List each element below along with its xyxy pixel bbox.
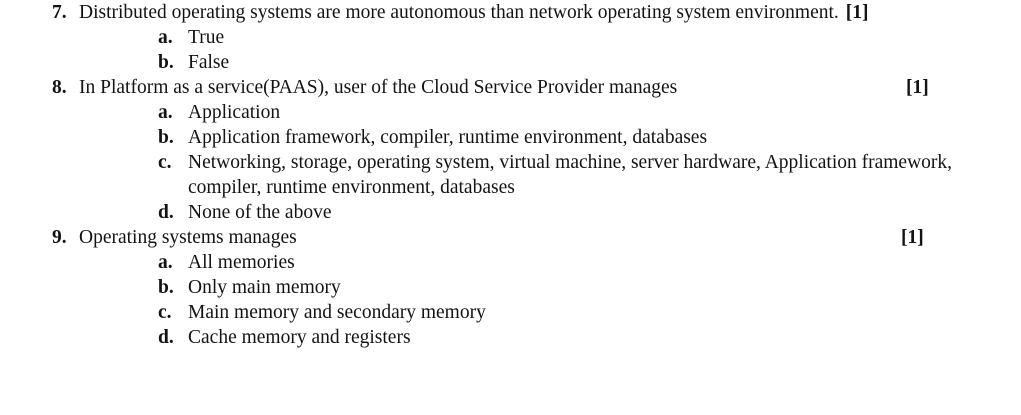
question-line-9: 9. Operating systems manages [1]: [0, 225, 1021, 250]
question-line-8: 8. In Platform as a service(PAAS), user …: [0, 75, 1021, 100]
option-letter: c.: [158, 152, 172, 173]
option-letter: b.: [158, 52, 174, 73]
option-text: All memories: [188, 252, 295, 273]
question-number-9: 9.: [52, 227, 67, 248]
question-block-8: 8. In Platform as a service(PAAS), user …: [0, 75, 1021, 225]
option-letter: a.: [158, 102, 173, 123]
option-text: Networking, storage, operating system, v…: [188, 152, 953, 198]
option-letter: b.: [158, 127, 174, 148]
question-statement-7: Distributed operating systems are more a…: [79, 2, 839, 23]
option-text: None of the above: [188, 202, 332, 223]
option-item[interactable]: a. Application: [0, 100, 1021, 125]
option-item[interactable]: c. Networking, storage, operating system…: [0, 150, 1021, 200]
option-letter: d.: [158, 327, 174, 348]
question-text-7: Distributed operating systems are more a…: [78, 0, 869, 25]
option-letter: b.: [158, 277, 174, 298]
question-number-7: 7.: [52, 2, 67, 23]
option-item[interactable]: d. None of the above: [0, 200, 1021, 225]
option-text: Application: [188, 102, 281, 123]
option-item[interactable]: d. Cache memory and registers: [0, 325, 1021, 350]
option-list-8: a. Application b. Application framework,…: [0, 100, 1021, 225]
option-list-7: a. True b. False: [0, 25, 1021, 75]
question-block-9: 9. Operating systems manages [1] a. All …: [0, 225, 1021, 350]
question-marks-7: [1]: [845, 2, 869, 23]
option-letter: a.: [158, 252, 173, 273]
option-letter: a.: [158, 27, 173, 48]
question-marks-9: [1]: [901, 227, 924, 248]
option-text: False: [188, 52, 230, 73]
option-text: True: [188, 27, 225, 48]
option-text: Only main memory: [188, 277, 341, 298]
option-item[interactable]: a. All memories: [0, 250, 1021, 275]
option-text: Cache memory and registers: [188, 327, 411, 348]
option-list-9: a. All memories b. Only main memory c. M…: [0, 250, 1021, 350]
option-letter: c.: [158, 302, 172, 323]
option-letter: d.: [158, 202, 174, 223]
question-line-7: 7. Distributed operating systems are mor…: [0, 0, 1021, 25]
option-item[interactable]: b. Application framework, compiler, runt…: [0, 125, 1021, 150]
option-text: Application framework, compiler, runtime…: [188, 127, 708, 148]
question-text-9: Operating systems manages: [79, 227, 297, 248]
option-item[interactable]: b. False: [0, 50, 1021, 75]
option-item[interactable]: a. True: [0, 25, 1021, 50]
option-item[interactable]: c. Main memory and secondary memory: [0, 300, 1021, 325]
question-block-7: 7. Distributed operating systems are mor…: [0, 0, 1021, 75]
option-text: Main memory and secondary memory: [188, 302, 486, 323]
option-item[interactable]: b. Only main memory: [0, 275, 1021, 300]
question-text-8: In Platform as a service(PAAS), user of …: [79, 77, 678, 98]
question-number-8: 8.: [52, 77, 67, 98]
question-marks-8: [1]: [906, 77, 929, 98]
